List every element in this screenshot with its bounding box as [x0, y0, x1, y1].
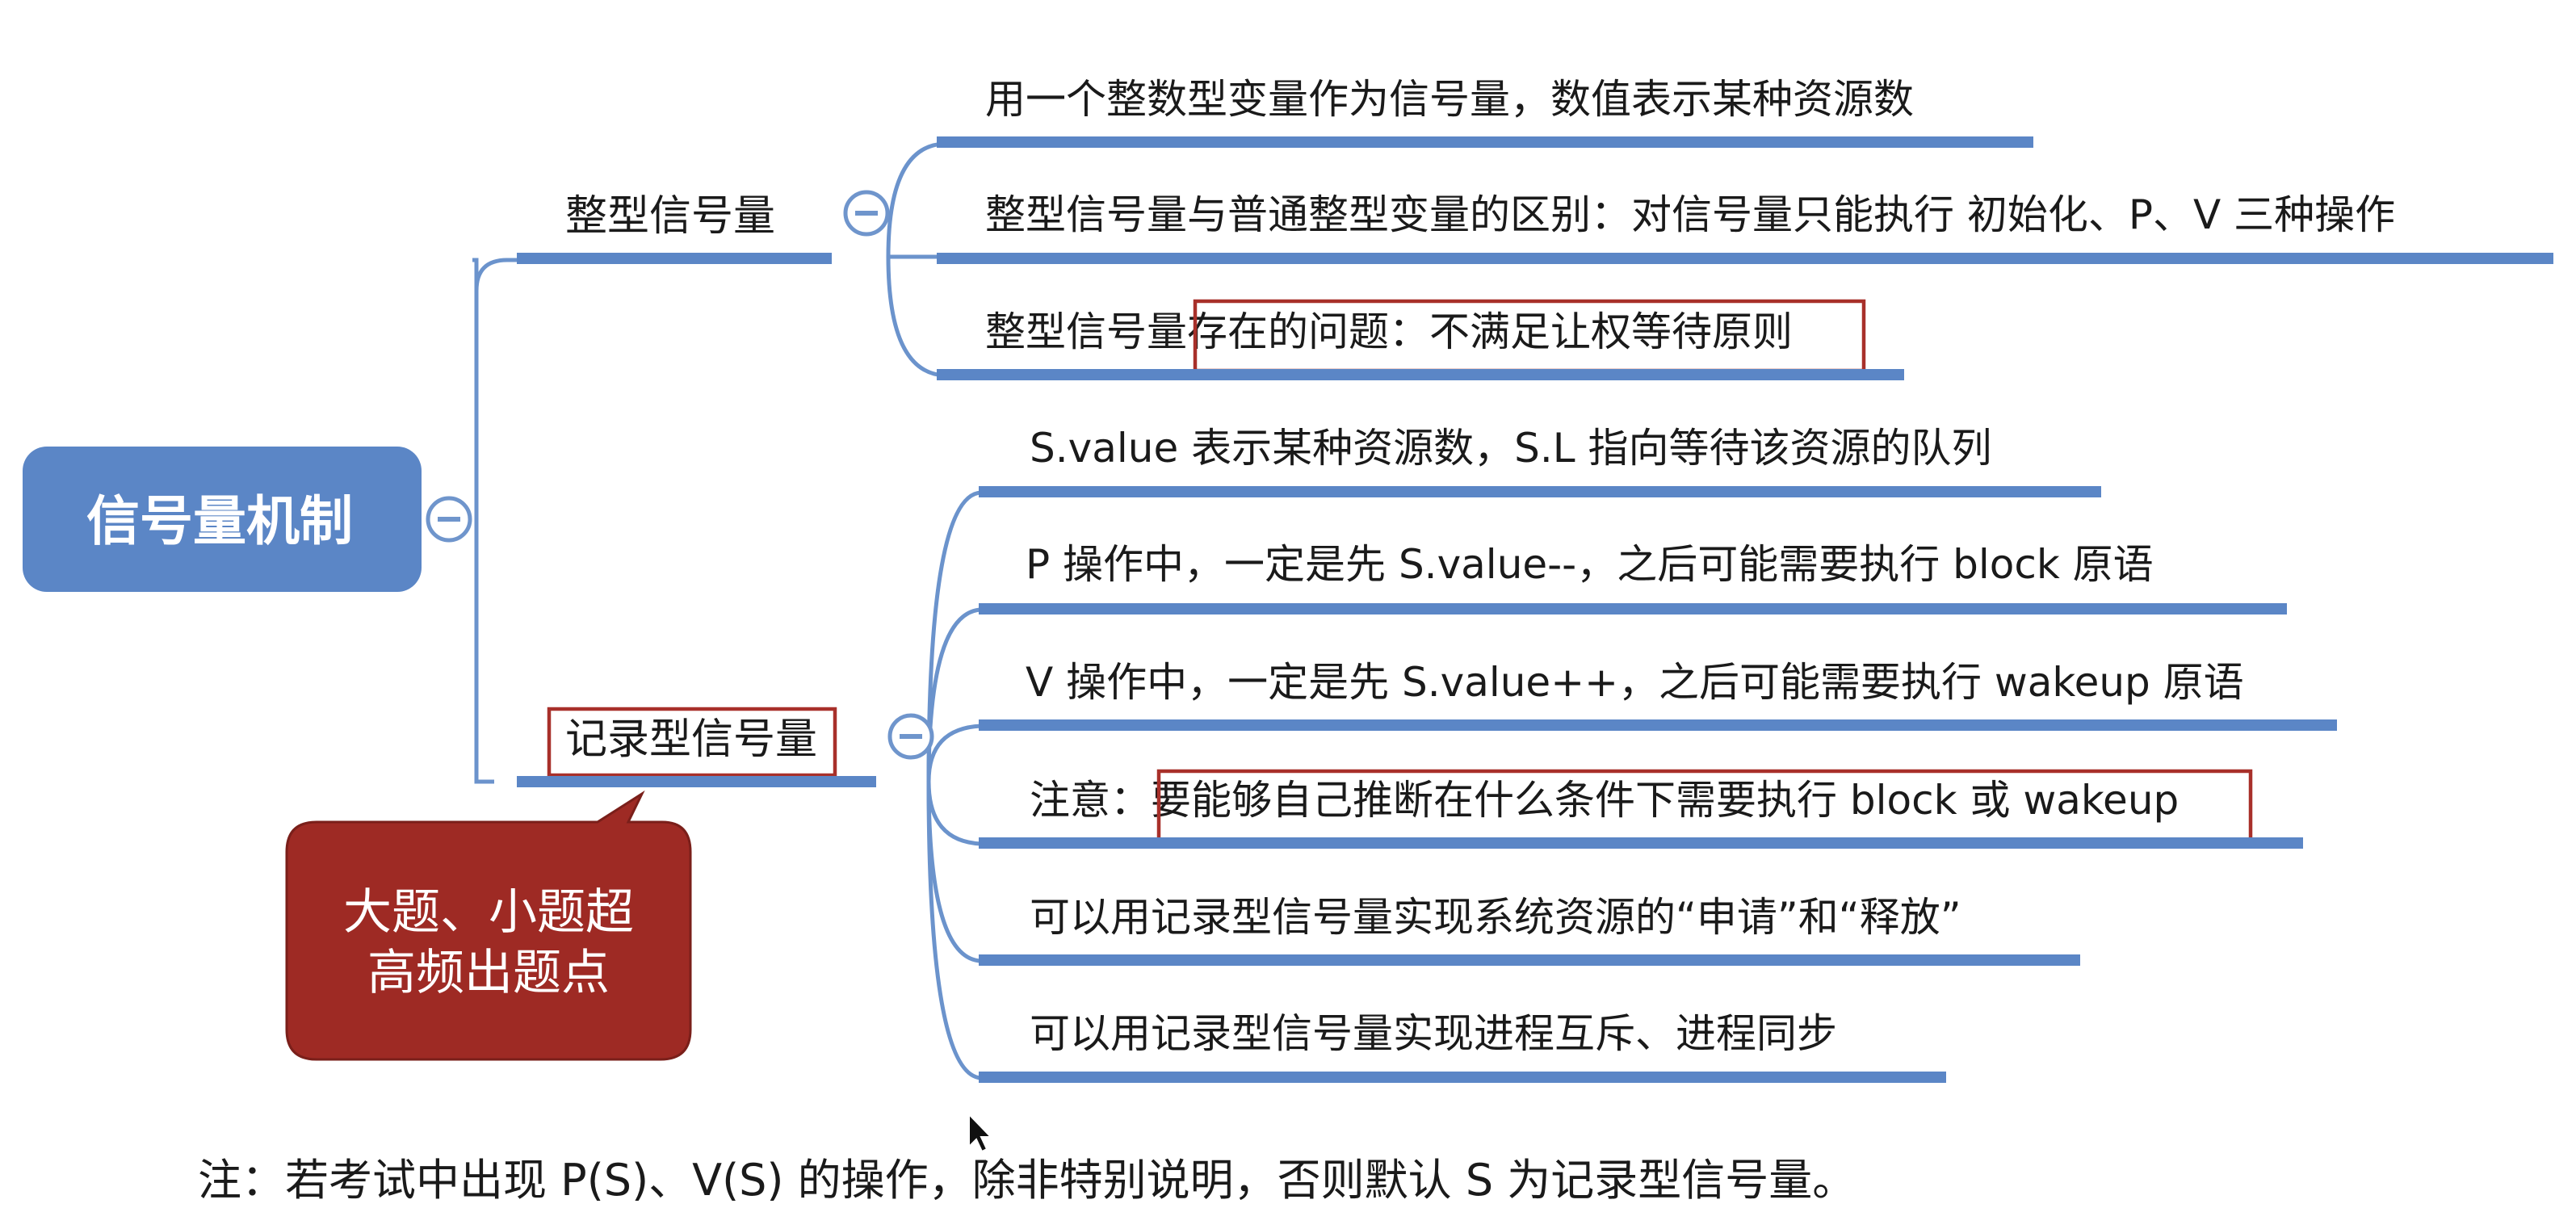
leaf-item[interactable]: 整型信号量存在的问题：不满足让权等待原则: [937, 299, 1904, 380]
leaf-item[interactable]: 用一个整数型变量作为信号量，数值表示某种资源数: [937, 76, 2033, 148]
callout-bubble: 大题、小题超 高频出题点: [285, 790, 692, 1061]
leaf-item[interactable]: 可以用记录型信号量实现系统资源的“申请”和“释放”: [979, 894, 2080, 966]
branch-record-semaphore[interactable]: 记录型信号量: [517, 707, 876, 787]
leaf-item[interactable]: 整型信号量与普通整型变量的区别：对信号量只能执行 初始化、P、V 三种操作: [937, 191, 2553, 264]
branch1-connectors: [886, 141, 946, 378]
branch-label: 记录型信号量: [565, 715, 817, 764]
leaf-label: P 操作中，一定是先 S.value--，之后可能需要执行 block 原语: [1026, 541, 2154, 588]
root-node[interactable]: 信号量机制: [23, 447, 422, 592]
collapse-minus-icon[interactable]: [887, 713, 934, 760]
collapse-minus-icon[interactable]: [426, 496, 472, 543]
collapse-minus-icon[interactable]: [843, 190, 890, 237]
callout-line-1: 大题、小题超: [343, 884, 634, 941]
leaf-label: 用一个整数型变量作为信号量，数值表示某种资源数: [985, 76, 1914, 123]
branch-integer-semaphore[interactable]: 整型信号量: [517, 192, 832, 264]
leaf-item[interactable]: 可以用记录型信号量实现进程互斥、进程同步: [979, 1010, 1946, 1083]
branch-label: 整型信号量: [565, 192, 775, 241]
leaf-label: 整型信号量存在的问题：不满足让权等待原则: [985, 308, 1793, 355]
leaf-label: 整型信号量与普通整型变量的区别：对信号量只能执行 初始化、P、V 三种操作: [985, 191, 2395, 238]
leaf-label: V 操作中，一定是先 S.value++，之后可能需要执行 wakeup 原语: [1026, 659, 2244, 706]
leaf-label: 注意：要能够自己推断在什么条件下需要执行 block 或 wakeup: [1030, 777, 2179, 824]
leaf-item[interactable]: 注意：要能够自己推断在什么条件下需要执行 block 或 wakeup: [979, 769, 2303, 849]
callout-line-2: 高频出题点: [367, 945, 610, 1001]
leaf-label: S.value 表示某种资源数，S.L 指向等待该资源的队列: [1030, 425, 1991, 472]
leaf-item[interactable]: V 操作中，一定是先 S.value++，之后可能需要执行 wakeup 原语: [979, 659, 2337, 731]
mouse-pointer-icon: [968, 1112, 993, 1153]
leaf-label: 可以用记录型信号量实现进程互斥、进程同步: [1030, 1010, 1837, 1057]
root-connectors: [472, 258, 517, 784]
leaf-label: 可以用记录型信号量实现系统资源的“申请”和“释放”: [1030, 894, 1961, 941]
root-label: 信号量机制: [86, 490, 353, 552]
leaf-item[interactable]: P 操作中，一定是先 S.value--，之后可能需要执行 block 原语: [979, 541, 2287, 614]
leaf-item[interactable]: S.value 表示某种资源数，S.L 指向等待该资源的队列: [979, 425, 2101, 497]
branch2-connectors: [926, 490, 982, 1080]
highlight-box: [547, 707, 837, 778]
footnote: 注：若考试中出现 P(S)、V(S) 的操作，除非特别说明，否则默认 S 为记录…: [198, 1155, 1856, 1206]
